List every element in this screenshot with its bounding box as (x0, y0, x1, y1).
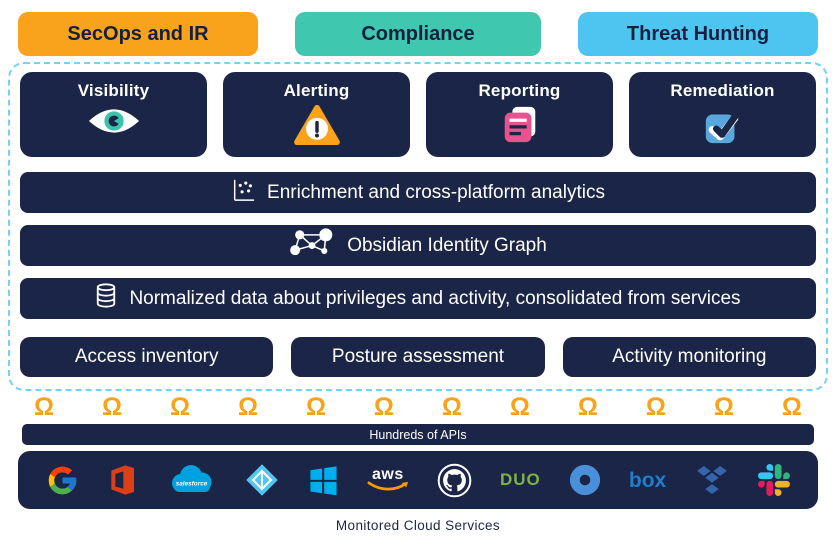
logo-microsoft-office (106, 457, 138, 503)
report-document-icon (499, 104, 541, 151)
capability-label: Alerting (283, 81, 350, 100)
salesforce-wordmark: salesforce (175, 481, 207, 488)
box-wordmark: box (628, 468, 667, 492)
connector-icon: Ω (509, 392, 530, 421)
layer-analytics: Enrichment and cross-platform analytics (20, 172, 816, 213)
layer-identity-graph: Obsidian Identity Graph (20, 225, 816, 266)
capability-reporting: Reporting (426, 72, 613, 157)
layer-label: Normalized data about privileges and act… (129, 287, 741, 309)
capability-visibility: Visibility (20, 72, 207, 157)
services-caption: Monitored Cloud Services (335, 518, 501, 533)
connector-icon: Ω (713, 392, 734, 421)
logo-okta (568, 457, 602, 503)
services-logo-bar: salesforce aws (18, 451, 818, 509)
microsoft-office-icon (110, 465, 134, 495)
use-case-secops: SecOps and IR (18, 12, 258, 56)
connector-icon: Ω (237, 392, 258, 421)
connector-icon: Ω (577, 392, 598, 421)
functions-row: Access inventory Posture assessment Acti… (20, 337, 816, 377)
duo-wordmark: DUO (499, 470, 541, 489)
salesforce-icon: salesforce (171, 465, 212, 492)
logo-duo: DUO (500, 457, 541, 503)
github-icon (437, 463, 472, 497)
slack-icon (758, 464, 791, 496)
connector-icon: Ω (645, 392, 666, 421)
function-activity-monitoring: Activity monitoring (562, 337, 816, 377)
logo-slack (758, 457, 791, 503)
logo-aws: aws (367, 457, 409, 503)
aws-wordmark: aws (371, 465, 404, 483)
layer-label: Obsidian Identity Graph (347, 234, 547, 256)
capabilities-row: Visibility Alerting (20, 72, 816, 157)
platform-container: Visibility Alerting (8, 62, 828, 391)
connector-icon: Ω (101, 392, 123, 421)
connector-icon: Ω (441, 392, 462, 421)
connector-icon: Ω (373, 392, 394, 421)
logo-salesforce: salesforce (165, 457, 217, 503)
dropbox-icon (697, 465, 728, 495)
capability-remediation: Remediation (629, 72, 816, 157)
use-case-threat-hunting: Threat Hunting (578, 12, 818, 56)
capability-label: Remediation (670, 81, 775, 100)
capability-alerting: Alerting (223, 72, 410, 157)
logo-box: box (629, 457, 666, 503)
logo-dropbox (693, 457, 731, 503)
function-posture-assessment: Posture assessment (291, 337, 545, 377)
use-case-compliance: Compliance (295, 12, 541, 56)
layer-label: Enrichment and cross-platform analytics (267, 181, 605, 203)
logo-microsoft-windows (307, 457, 340, 503)
connector-row: Ω Ω Ω Ω Ω Ω Ω Ω Ω Ω Ω Ω (0, 392, 836, 422)
logo-azure-active-directory (244, 457, 280, 503)
layer-normalized-data: Normalized data about privileges and act… (20, 278, 816, 319)
checkbox-icon (700, 104, 746, 151)
google-icon (48, 466, 76, 494)
azure-ad-icon (245, 464, 278, 496)
windows-icon (310, 465, 337, 495)
capability-label: Visibility (77, 81, 150, 100)
function-access-inventory: Access inventory (20, 337, 274, 377)
okta-icon (569, 464, 600, 496)
aws-smile-icon (367, 481, 408, 491)
database-icon (95, 282, 117, 315)
api-bar: Hundreds of APIs (22, 424, 814, 445)
capability-label: Reporting (478, 81, 561, 100)
logo-google (46, 457, 79, 503)
connector-icon: Ω (781, 392, 802, 421)
logo-github (436, 457, 473, 503)
connector-icon: Ω (169, 392, 191, 421)
connector-icon: Ω (34, 392, 55, 421)
use-case-row: SecOps and IR Compliance Threat Hunting (18, 12, 818, 56)
warning-triangle-icon (293, 104, 340, 151)
eye-icon (87, 104, 141, 143)
connector-icon: Ω (305, 392, 326, 421)
network-graph-icon (289, 227, 335, 264)
scatter-plot-icon (231, 178, 255, 208)
